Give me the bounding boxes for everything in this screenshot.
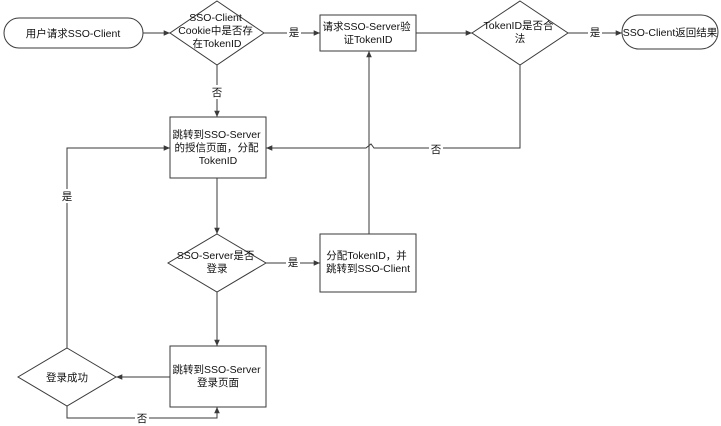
- node-redirect-auth-text: 跳转到SSO-Server 的授信页面，分配 TokenID: [172, 128, 263, 167]
- node-token-valid: TokenID是否合 法: [471, 0, 569, 66]
- node-assign-token-text: 分配TokenID，并 跳转到SSO-Client: [326, 249, 410, 275]
- edges: [66, 30, 622, 419]
- edge-success-yes-to-redirect: [66, 145, 170, 348]
- label-valid-yes: 是: [590, 27, 601, 39]
- node-server-logged-in: SSO-Server是否 登录: [167, 233, 267, 293]
- edge-valid-no-to-redirect: [266, 65, 521, 151]
- node-redirect-auth: 跳转到SSO-Server 的授信页面，分配 TokenID: [169, 116, 267, 179]
- node-end-text: SSO-Client返回结果: [623, 26, 718, 39]
- label-cookie-yes: 是: [289, 27, 300, 39]
- node-end: SSO-Client返回结果: [621, 14, 719, 50]
- node-check-cookie: SSO-Client Cookie中是否存 在TokenID: [169, 0, 265, 66]
- node-start: 用户请求SSO-Client: [3, 17, 144, 49]
- node-verify-text: 请求SSO-Server验 证TokenID: [322, 20, 413, 46]
- label-success-no: 否: [137, 413, 148, 425]
- edge-labels: 是 否 是 否 是 是 否: [60, 25, 602, 425]
- label-logged-yes: 是: [288, 257, 299, 269]
- node-verify: 请求SSO-Server验 证TokenID: [319, 14, 417, 52]
- node-assign-token: 分配TokenID，并 跳转到SSO-Client: [319, 233, 417, 293]
- node-check-cookie-text: SSO-Client Cookie中是否存 在TokenID: [178, 12, 256, 50]
- node-login-page: 跳转到SSO-Server 登录页面: [169, 345, 267, 408]
- label-valid-no: 否: [431, 144, 442, 156]
- node-start-text: 用户请求SSO-Client: [26, 27, 121, 40]
- node-login-success: 登录成功: [17, 347, 117, 407]
- node-login-success-text: 登录成功: [46, 371, 88, 384]
- node-token-valid-text: TokenID是否合 法: [484, 19, 557, 45]
- node-login-page-text: 跳转到SSO-Server 登录页面: [172, 363, 263, 389]
- node-server-logged-in-text: SSO-Server是否 登录: [177, 250, 258, 275]
- label-cookie-no: 否: [212, 87, 223, 99]
- label-success-yes: 是: [62, 191, 73, 203]
